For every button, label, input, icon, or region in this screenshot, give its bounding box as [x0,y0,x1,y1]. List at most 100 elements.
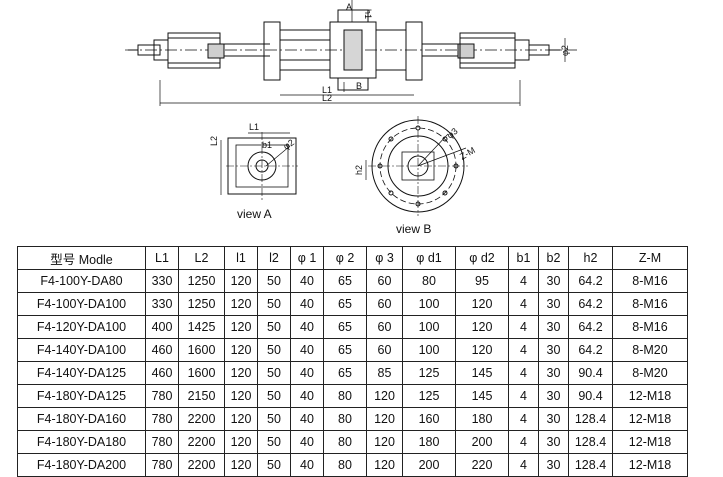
cell-L2: 1600 [178,338,225,362]
cell-phi2: 80 [323,407,367,431]
cell-l2: 50 [257,315,291,339]
technical-drawing: A h1 B L1 L2 φ2 L1 L2 b1 φ2 φ3 Z-M h2 vi… [125,0,580,236]
cell-h2: 90.4 [568,361,613,385]
cell-phi1: 40 [290,453,324,477]
cell-b1: 4 [508,430,539,454]
cell-phid2: 145 [455,361,509,385]
cell-phi3: 60 [366,269,403,293]
cell-l2: 50 [257,338,291,362]
cell-phi2: 65 [323,292,367,316]
cell-L2: 1425 [178,315,225,339]
view-a-drawing [220,132,298,200]
cell-phid2: 145 [455,384,509,408]
header-L2: L2 [178,246,225,270]
cell-l1: 120 [224,384,258,408]
dimension-lines [159,0,566,106]
header-phi3: φ 3 [366,246,403,270]
view-b-zm-label: Z-M [458,145,477,162]
cell-l2: 50 [257,269,291,293]
cell-model: F4-120Y-DA100 [17,315,146,339]
cell-l2: 50 [257,430,291,454]
cell-L1: 780 [145,453,179,477]
cell-b2: 30 [538,338,569,362]
cell-phi2: 80 [323,430,367,454]
header-L1: L1 [145,246,179,270]
cell-phid2: 120 [455,315,509,339]
cell-h2: 128.4 [568,453,613,477]
cell-b2: 30 [538,361,569,385]
cell-b2: 30 [538,269,569,293]
cell-zm: 12-M18 [612,407,688,431]
cell-L1: 780 [145,407,179,431]
cell-b2: 30 [538,430,569,454]
cell-h2: 90.4 [568,384,613,408]
cell-phid1: 100 [402,338,456,362]
table-header-row: 型号 Modle L1 L2 l1 l2 φ 1 φ 2 φ 3 φ d1 φ … [17,246,688,270]
header-phi2: φ 2 [323,246,367,270]
cell-phi3: 60 [366,292,403,316]
cell-h2: 128.4 [568,430,613,454]
cell-phi2: 65 [323,338,367,362]
cell-l1: 120 [224,430,258,454]
cell-zm: 8-M16 [612,269,688,293]
cell-phi1: 40 [290,407,324,431]
cell-L1: 400 [145,315,179,339]
cell-phid1: 180 [402,430,456,454]
cell-b2: 30 [538,407,569,431]
cell-phid2: 120 [455,338,509,362]
cell-l2: 50 [257,407,291,431]
cell-L2: 2150 [178,384,225,408]
cell-zm: 8-M16 [612,315,688,339]
cell-phi3: 60 [366,338,403,362]
cell-l1: 120 [224,407,258,431]
cell-phid1: 125 [402,384,456,408]
cell-l1: 120 [224,269,258,293]
cell-model: F4-100Y-DA100 [17,292,146,316]
cell-b1: 4 [508,453,539,477]
cell-phi1: 40 [290,430,324,454]
view-a-b1-label: b1 [262,140,272,150]
cell-L1: 460 [145,338,179,362]
cell-phi1: 40 [290,292,324,316]
cell-phi3: 60 [366,315,403,339]
header-l2: l2 [257,246,291,270]
cell-phi2: 80 [323,453,367,477]
header-phid1: φ d1 [402,246,456,270]
cell-b1: 4 [508,407,539,431]
cell-b2: 30 [538,384,569,408]
cell-zm: 12-M18 [612,430,688,454]
view-b-drawing [365,116,468,216]
cell-phid1: 160 [402,407,456,431]
cell-phid2: 200 [455,430,509,454]
label-B: B [356,81,362,91]
spec-table: 型号 Modle L1 L2 l1 l2 φ 1 φ 2 φ 3 φ d1 φ … [17,246,688,477]
cell-b1: 4 [508,338,539,362]
label-L1: L1 [322,85,332,95]
cell-L2: 1250 [178,269,225,293]
header-model: 型号 Modle [17,246,146,270]
cell-L2: 1600 [178,361,225,385]
cell-b2: 30 [538,315,569,339]
cell-phid1: 125 [402,361,456,385]
header-h2: h2 [568,246,613,270]
cell-h2: 64.2 [568,338,613,362]
cell-l1: 120 [224,315,258,339]
cell-phid1: 200 [402,453,456,477]
cell-phi3: 120 [366,407,403,431]
cell-L2: 1250 [178,292,225,316]
cell-model: F4-180Y-DA200 [17,453,146,477]
cell-phi2: 80 [323,384,367,408]
cell-phi1: 40 [290,361,324,385]
cell-h2: 64.2 [568,315,613,339]
label-L2: L2 [322,93,332,103]
cell-phi2: 65 [323,361,367,385]
cell-phid2: 220 [455,453,509,477]
cell-phid1: 100 [402,315,456,339]
cell-phid1: 100 [402,292,456,316]
cell-zm: 8-M16 [612,292,688,316]
